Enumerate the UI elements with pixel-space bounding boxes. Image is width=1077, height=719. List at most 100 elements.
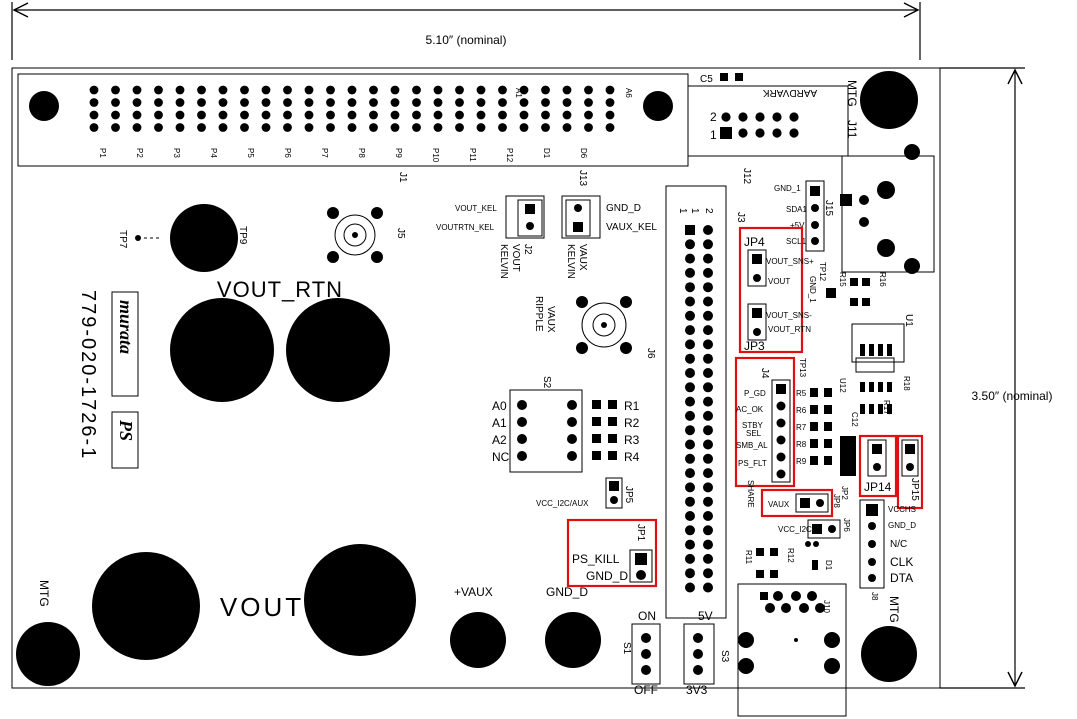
j1-pin-dot	[390, 110, 400, 120]
j1-pin-dot	[197, 110, 206, 120]
j1-pin-dot	[498, 123, 507, 132]
j3-pin-dot	[685, 453, 695, 464]
jp4-jp3-highlight	[738, 226, 804, 354]
j4-pin-dot	[776, 452, 786, 462]
j1-pin-dot	[476, 98, 486, 107]
j3-pin-dot	[685, 253, 695, 264]
r16-label: R16	[878, 272, 887, 287]
j3-pin-dot	[685, 439, 695, 450]
j1-pin-dot	[197, 98, 206, 107]
j1-pin-dot	[476, 123, 486, 132]
vout-label: VOUT	[220, 592, 304, 622]
j3-pin-dot	[685, 525, 695, 536]
resistor-pad	[608, 451, 617, 460]
j1-pin-dot	[304, 123, 314, 132]
resistor-label: R7	[796, 423, 807, 432]
resistor-label: R8	[796, 440, 807, 449]
j1-pin-dot	[89, 98, 99, 107]
j1-pin-label: P1	[98, 148, 107, 158]
s1-off-label: OFF	[634, 683, 658, 697]
svg-text:2: 2	[703, 208, 714, 214]
j1-pin-dot	[369, 98, 378, 107]
width-dimension: 5.10″ (nominal)	[11, 2, 921, 60]
j3-pin-dot	[685, 425, 695, 436]
j1-pin-label: P9	[394, 148, 403, 158]
u1-pin	[860, 344, 865, 356]
j4-pin-sel: SEL	[746, 429, 762, 438]
j3-pin-dot	[685, 482, 695, 493]
resistor-pad	[824, 388, 832, 397]
vaux-pad	[450, 612, 506, 668]
s2-pin-dot	[517, 434, 527, 444]
j1-pin-label: P11	[468, 148, 477, 162]
j3-pin-dot	[703, 225, 713, 235]
s1-switch: ON OFF S1	[621, 609, 661, 697]
jp2-label: JP2	[840, 486, 849, 500]
j1-pin-dot	[218, 98, 228, 107]
j1-pin-dot	[455, 110, 464, 120]
jp2-jumper: JP2	[840, 436, 856, 500]
j1-pin-dot	[304, 85, 314, 95]
j15-label: J15	[823, 200, 834, 217]
j3-pin-dot	[703, 511, 713, 521]
j1-pin-dot	[369, 85, 378, 95]
j12-pin-dot	[721, 112, 731, 122]
j1-pin-dot	[412, 85, 421, 95]
j15-pin-gnd1: GND_1	[774, 184, 801, 193]
pad-tp12	[826, 288, 836, 298]
j1-pin-dot	[197, 123, 206, 132]
s2-pin-dot	[517, 417, 527, 427]
jp14-highlight	[858, 434, 898, 498]
j4-highlight	[734, 356, 796, 488]
j1-pin-dot	[433, 85, 443, 95]
j1-pin-dot	[175, 123, 185, 132]
j1-pin-dot	[562, 123, 572, 132]
j1-pin-dot	[605, 85, 615, 95]
resistor-pad	[810, 405, 818, 414]
svg-text:murata: murata	[116, 300, 136, 354]
j1-pin-dot	[584, 110, 593, 120]
j1-pin-dot	[132, 110, 142, 120]
j12-row2-label: 2	[710, 110, 717, 124]
j3-pin-dot	[703, 253, 713, 264]
j1-pin-dot	[111, 123, 120, 132]
height-dimension: 3.50″ (nominal)	[940, 67, 1052, 689]
mtg-hole-bottom-left	[16, 622, 80, 686]
j4-pin-dot	[776, 401, 786, 411]
j1-pin-dot	[476, 85, 486, 95]
jp6-vcc-label: VCC_I2C	[778, 525, 812, 534]
j3-pin-dot	[685, 239, 695, 250]
j1-pin-dot	[154, 85, 163, 95]
vout-pad-right	[304, 544, 416, 656]
mtg-bottom-left-label: MTG	[37, 580, 51, 607]
j6-vaux-label: VAUX	[545, 306, 556, 333]
j1-pin-dot	[412, 98, 421, 107]
j5-label: J5	[395, 228, 406, 239]
j1-pin-dot	[519, 123, 529, 132]
j3-pin-dot	[685, 282, 695, 293]
j2-kelvin-label: KELVIN	[498, 244, 509, 279]
j1-pin-dot	[390, 85, 400, 95]
j1-pin-dot	[111, 110, 120, 120]
r18-label: R18	[902, 376, 911, 391]
s2-nc: NC	[492, 450, 510, 464]
resistor-pad	[810, 422, 818, 431]
j1-pin-dot	[498, 110, 507, 120]
j13-vaux-label: VAUX	[577, 244, 588, 271]
j1-pin-a6: A6	[624, 88, 633, 98]
jp1-highlight	[566, 518, 658, 588]
j1-pin-dot	[498, 98, 507, 107]
j3-pin-dot	[703, 453, 713, 464]
j3-pin-dot	[703, 368, 713, 378]
resistor-pad	[592, 434, 601, 443]
jp4-jp3-group: JP4 VOUT_SNS+ VOUT VOUT_SNS- VOUT_RTN JP…	[738, 226, 814, 354]
tp12-label: TP12	[818, 262, 827, 282]
resistor-pad	[592, 417, 601, 426]
svg-text:PS: PS	[116, 419, 136, 441]
j1-pin-dot	[304, 110, 314, 120]
j1-pin-dot	[218, 85, 228, 95]
j4-header: J4 P_GD AC_OK STBY SEL SMB_AL PS_FLT	[734, 356, 796, 488]
jp15-label: JP15	[909, 478, 920, 501]
j1-pin-dot	[154, 123, 163, 132]
j13-pin-vaux-kel: VAUX_KEL	[606, 222, 657, 233]
